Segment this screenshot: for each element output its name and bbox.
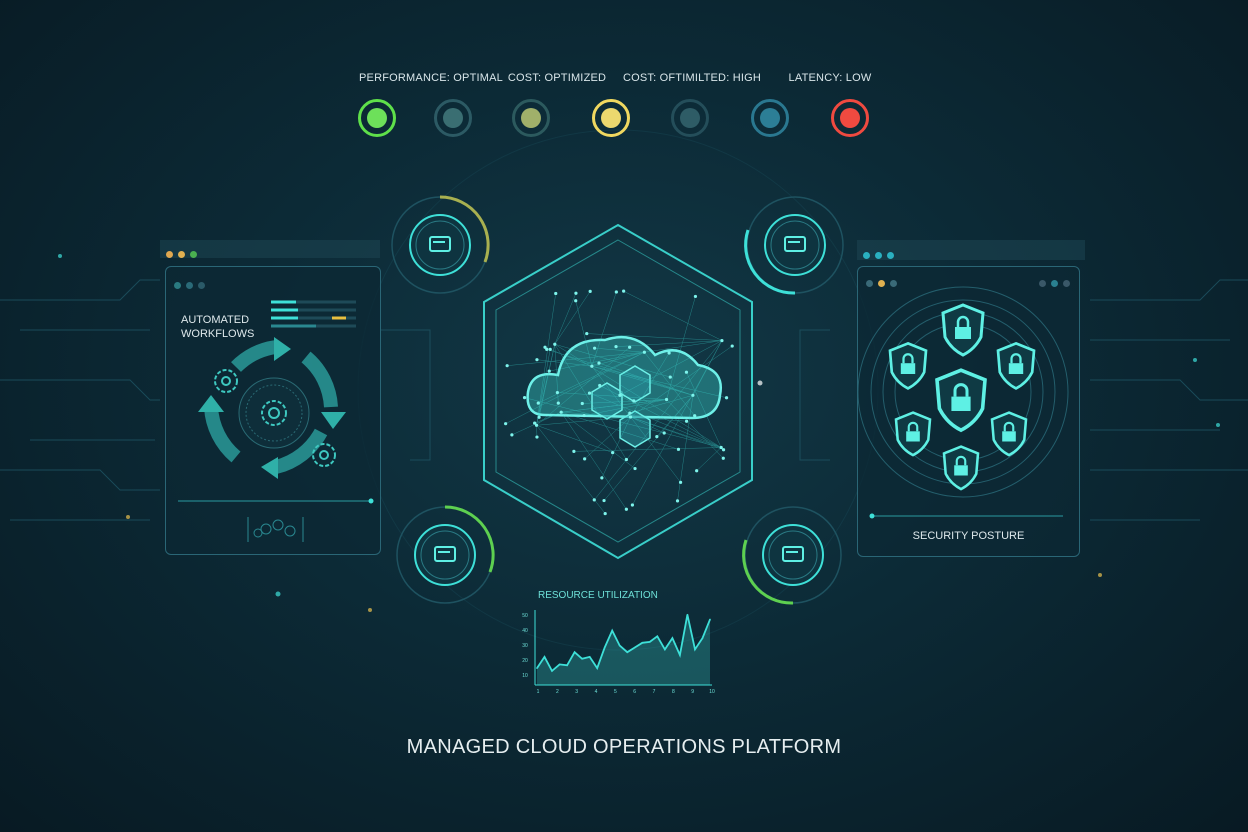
data-point <box>581 657 583 660</box>
data-point <box>656 635 659 638</box>
footer-title: MANAGED CLOUD OPERATIONS PLATFORM <box>406 736 842 758</box>
data-point <box>588 656 591 658</box>
gauge-widget <box>391 195 490 294</box>
chart-line <box>536 614 711 673</box>
data-point <box>709 618 711 621</box>
data-point <box>618 644 621 647</box>
gauge-icon <box>429 236 451 252</box>
x-tick-label: 3 <box>575 689 578 695</box>
status-label-cost-high: COST: OFTIMILTED: HIGH <box>622 72 762 84</box>
network-lines <box>505 290 733 514</box>
status-indicator <box>358 99 396 137</box>
x-tick-label: 10 <box>709 689 715 695</box>
x-tick-label: 5 <box>614 689 617 695</box>
x-tick-label: 6 <box>633 689 636 695</box>
automated-workflows-panel: AUTOMATED WORKFLOWS <box>165 266 381 555</box>
gauge-widget <box>742 506 842 605</box>
gauge-widget <box>744 196 844 295</box>
data-point <box>536 667 538 669</box>
gauge-icon <box>782 546 804 562</box>
status-indicator <box>751 99 789 137</box>
security-shields-icon <box>858 286 1069 519</box>
status-indicator <box>434 99 472 137</box>
security-posture-label: SECURITY POSTURE <box>912 530 1025 542</box>
data-point <box>679 654 681 656</box>
y-tick-label: 50 <box>522 613 528 619</box>
y-tick-label: 30 <box>522 643 528 649</box>
chart-title: RESOURCE UTILIZATION <box>538 590 658 601</box>
shield-lock-icon <box>894 411 932 457</box>
data-point <box>649 641 651 643</box>
status-indicator <box>512 99 550 137</box>
data-point <box>551 670 553 672</box>
panel-title-line2: WORKFLOWS <box>181 328 255 340</box>
data-point <box>573 651 576 653</box>
security-posture-panel: SECURITY POSTURE <box>857 266 1080 557</box>
resource-utilization-chart: 10 20 30 40 50 1 2 3 4 5 6 7 8 9 10 <box>522 610 715 695</box>
gauge-icon <box>434 546 456 562</box>
y-tick-label: 10 <box>522 673 528 679</box>
cloud-network-hub <box>483 223 753 560</box>
status-indicator <box>671 99 709 137</box>
data-point <box>558 663 561 666</box>
data-point <box>603 646 606 649</box>
status-label-performance: PERFORMANCE: OPTIMAL <box>359 72 503 84</box>
x-tick-label: 1 <box>537 689 540 695</box>
network-nodes <box>504 289 734 516</box>
data-point <box>626 651 629 653</box>
status-indicator <box>592 99 630 137</box>
x-tick-label: 9 <box>691 689 694 695</box>
data-point <box>611 629 614 632</box>
data-point <box>686 613 689 616</box>
x-tick-label: 7 <box>653 689 656 695</box>
shield-lock-icon <box>942 445 980 491</box>
x-tick-label: 4 <box>595 689 598 695</box>
data-point <box>641 642 644 644</box>
data-point <box>694 648 696 651</box>
shield-lock-icon <box>990 411 1028 457</box>
data-point <box>664 648 666 651</box>
y-tick-label: 40 <box>522 628 528 634</box>
status-label-latency: LATENCY: LOW <box>788 72 872 84</box>
x-tick-label: 8 <box>672 689 675 695</box>
window-controls <box>857 240 1085 270</box>
data-point <box>543 656 546 658</box>
data-point <box>596 667 598 669</box>
data-point <box>671 637 674 639</box>
shield-lock-icon <box>888 341 928 390</box>
status-indicator <box>831 99 869 137</box>
data-point <box>566 664 568 667</box>
shield-lock-icon <box>996 341 1036 390</box>
shield-lock-icon <box>935 368 987 433</box>
window-controls <box>160 240 380 268</box>
data-point <box>701 637 704 639</box>
workflow-cycle-icon <box>178 300 374 542</box>
right-panel-header-bar <box>857 240 1085 260</box>
x-tick-label: 2 <box>556 689 559 695</box>
left-panel-header-bar <box>160 240 380 258</box>
panel-title-line1: AUTOMATED <box>181 314 250 326</box>
data-point <box>633 646 636 649</box>
gauge-icon <box>784 236 806 252</box>
y-tick-label: 20 <box>522 658 528 664</box>
shield-lock-icon <box>941 303 985 357</box>
status-label-cost: COST: OPTIMIZED <box>507 72 607 84</box>
gauge-widget <box>396 505 495 604</box>
